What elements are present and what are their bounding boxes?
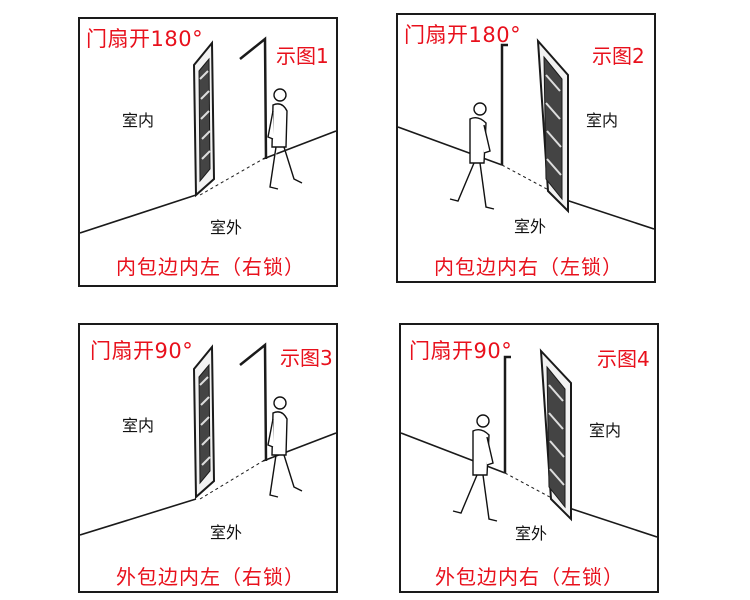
- diagram-panel-1: 门扇开180° 示图1 室内 室外 内包边内左（右锁）: [78, 17, 338, 287]
- outdoor-label: 室外: [515, 524, 548, 543]
- diagram-panel-3: 门扇开90° 示图3 室内 室外 外包边内左（右锁）: [78, 323, 338, 593]
- door-opening-label: 门扇开180°: [86, 27, 204, 51]
- figure-number: 示图1: [276, 44, 329, 68]
- door-opening-label: 门扇开180°: [404, 23, 522, 47]
- door-illustration-right: [401, 348, 657, 538]
- outdoor-label: 室外: [514, 217, 547, 236]
- door-frame: [500, 43, 508, 165]
- floor-line: [80, 194, 197, 234]
- door-opening-label: 门扇开90°: [90, 339, 194, 363]
- door-frame: [503, 355, 511, 473]
- threshold-line: [504, 472, 562, 504]
- threshold-line: [199, 158, 264, 196]
- outdoor-label: 室外: [210, 218, 243, 237]
- diagram-panel-4: 门扇开90° 示图4 室内 室外 外包边内右（左锁）: [399, 323, 659, 593]
- indoor-label: 室内: [589, 421, 622, 440]
- figure-number: 示图4: [597, 347, 650, 371]
- person-figure: [449, 102, 495, 210]
- door-type-caption: 内包边内右（左锁）: [434, 255, 623, 279]
- door-frame: [239, 342, 268, 462]
- door-frame: [239, 36, 268, 160]
- indoor-label: 室内: [122, 111, 155, 130]
- indoor-label: 室内: [122, 416, 155, 435]
- door-illustration-right: [398, 38, 654, 230]
- door-opening-label: 门扇开90°: [409, 339, 513, 363]
- floor-line: [562, 198, 654, 230]
- door-illustration-left: [80, 342, 336, 536]
- floor-line: [80, 498, 197, 536]
- diagram-panel-2: 门扇开180° 示图2 室内 室外 内包边内右（左锁）: [396, 13, 656, 283]
- door-type-caption: 内包边内左（右锁）: [116, 255, 305, 279]
- door-illustration-left: [80, 36, 336, 234]
- outdoor-label: 室外: [210, 523, 243, 542]
- door-type-caption: 外包边内右（左锁）: [435, 565, 624, 589]
- figure-number: 示图3: [280, 346, 333, 370]
- threshold-line: [501, 164, 559, 196]
- figure-number: 示图2: [592, 44, 645, 68]
- person-figure: [452, 414, 498, 522]
- indoor-label: 室内: [586, 111, 619, 130]
- threshold-line: [199, 460, 264, 500]
- person-figure: [267, 396, 303, 498]
- door-type-caption: 外包边内左（右锁）: [116, 565, 305, 589]
- floor-line: [565, 506, 657, 538]
- person-figure: [267, 88, 303, 190]
